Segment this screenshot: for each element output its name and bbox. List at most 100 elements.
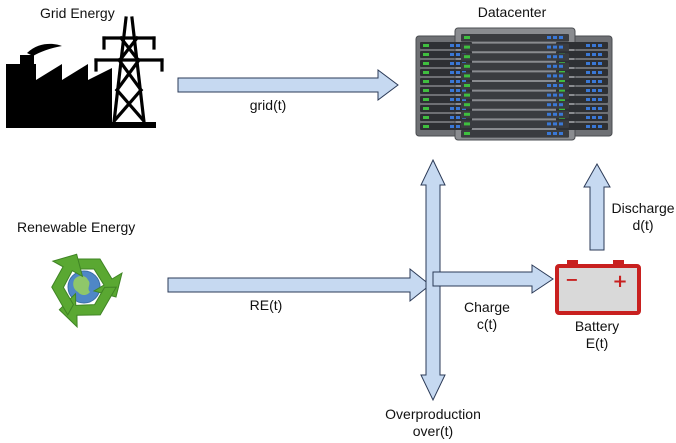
server-activity-led <box>456 44 460 47</box>
server-activity-led <box>592 89 596 92</box>
server-status-led <box>464 45 470 49</box>
battery-minus-sign: − <box>565 270 578 289</box>
server-status-led <box>464 132 470 135</box>
server-activity-led <box>586 80 590 83</box>
server-unit <box>461 101 569 109</box>
power-tower <box>94 16 164 124</box>
server-activity-led <box>547 64 551 68</box>
server-status-led <box>464 74 470 78</box>
server-activity-led <box>553 55 557 59</box>
server-activity-led <box>598 98 602 101</box>
server-activity-led <box>450 125 454 128</box>
server-activity-led <box>559 55 563 59</box>
server-activity-led <box>598 125 602 128</box>
charge-flow-arrow <box>432 264 554 294</box>
server-activity-led <box>456 116 460 119</box>
server-activity-led <box>553 93 557 97</box>
server-activity-led <box>456 107 460 110</box>
server-activity-led <box>547 74 551 78</box>
server-activity-led <box>547 93 551 97</box>
server-activity-led <box>547 103 551 107</box>
server-activity-led <box>598 62 602 65</box>
server-status-led <box>464 93 470 97</box>
factory-power-tower-icon <box>6 16 164 128</box>
server-activity-led <box>592 98 596 101</box>
server-activity-led <box>553 112 557 116</box>
server-activity-led <box>592 62 596 65</box>
server-unit <box>461 120 569 128</box>
server-activity-led <box>450 62 454 65</box>
server-activity-led <box>450 80 454 83</box>
server-activity-led <box>598 80 602 83</box>
server-activity-led <box>456 71 460 74</box>
server-activity-led <box>592 80 596 83</box>
server-activity-led <box>598 53 602 56</box>
server-activity-led <box>559 64 563 68</box>
server-unit <box>461 34 569 42</box>
server-unit <box>420 114 472 121</box>
server-unit <box>461 43 569 52</box>
globe-continents <box>73 275 90 296</box>
server-unit <box>420 42 472 49</box>
re-flow-arrow <box>167 267 431 303</box>
server-activity-led <box>598 116 602 119</box>
server-activity-led <box>559 103 563 107</box>
recycle-arrow <box>51 253 84 316</box>
server-status-led <box>423 125 429 128</box>
server-activity-led <box>450 98 454 101</box>
discharge-flow-label: d(t) <box>632 217 654 233</box>
server-status-led <box>423 53 429 56</box>
server-unit <box>420 87 472 94</box>
server-activity-led <box>450 89 454 92</box>
rack-front-units <box>461 34 569 138</box>
recycle-arrows <box>51 253 123 329</box>
datacenter-label: Datacenter <box>477 4 547 20</box>
overproduction-label: Overproduction <box>385 406 481 422</box>
factory-building <box>6 55 112 128</box>
server-activity-led <box>462 80 466 83</box>
server-activity-led <box>559 45 563 49</box>
battery-energy-label: E(t) <box>585 335 609 351</box>
server-activity-led <box>553 103 557 107</box>
server-activity-led <box>456 80 460 83</box>
server-activity-led <box>450 116 454 119</box>
server-activity-led <box>450 107 454 110</box>
re-flow-label: RE(t) <box>249 297 283 313</box>
factory-ground <box>6 122 156 128</box>
recycle-globe-icon <box>51 253 123 329</box>
server-unit <box>461 82 569 90</box>
server-status-led <box>464 64 470 68</box>
server-unit <box>420 60 472 67</box>
server-activity-led <box>450 44 454 47</box>
server-activity-led <box>559 84 563 87</box>
server-status-led <box>559 80 565 83</box>
server-unit <box>420 51 472 58</box>
server-activity-led <box>547 55 551 59</box>
server-status-led <box>464 84 470 87</box>
server-activity-led <box>586 71 590 74</box>
server-unit <box>420 78 472 85</box>
server-activity-led <box>559 132 563 135</box>
server-status-led <box>464 55 470 59</box>
server-status-led <box>423 44 429 47</box>
server-activity-led <box>456 62 460 65</box>
server-activity-led <box>598 44 602 47</box>
server-activity-led <box>592 71 596 74</box>
server-unit <box>461 130 569 138</box>
server-activity-led <box>553 132 557 135</box>
server-activity-led <box>559 112 563 116</box>
server-rack-icon <box>415 27 613 141</box>
server-activity-led <box>456 89 460 92</box>
server-status-led <box>464 103 470 107</box>
server-status-led <box>464 36 470 39</box>
server-status-led <box>423 116 429 119</box>
server-activity-led <box>586 98 590 101</box>
server-activity-led <box>598 71 602 74</box>
server-activity-led <box>559 93 563 97</box>
battery-plus-sign: + <box>612 271 627 292</box>
rack-left-units <box>420 42 472 130</box>
server-unit <box>461 91 569 100</box>
server-status-led <box>423 107 429 110</box>
factory-smoke <box>27 43 62 56</box>
server-activity-led <box>547 45 551 49</box>
